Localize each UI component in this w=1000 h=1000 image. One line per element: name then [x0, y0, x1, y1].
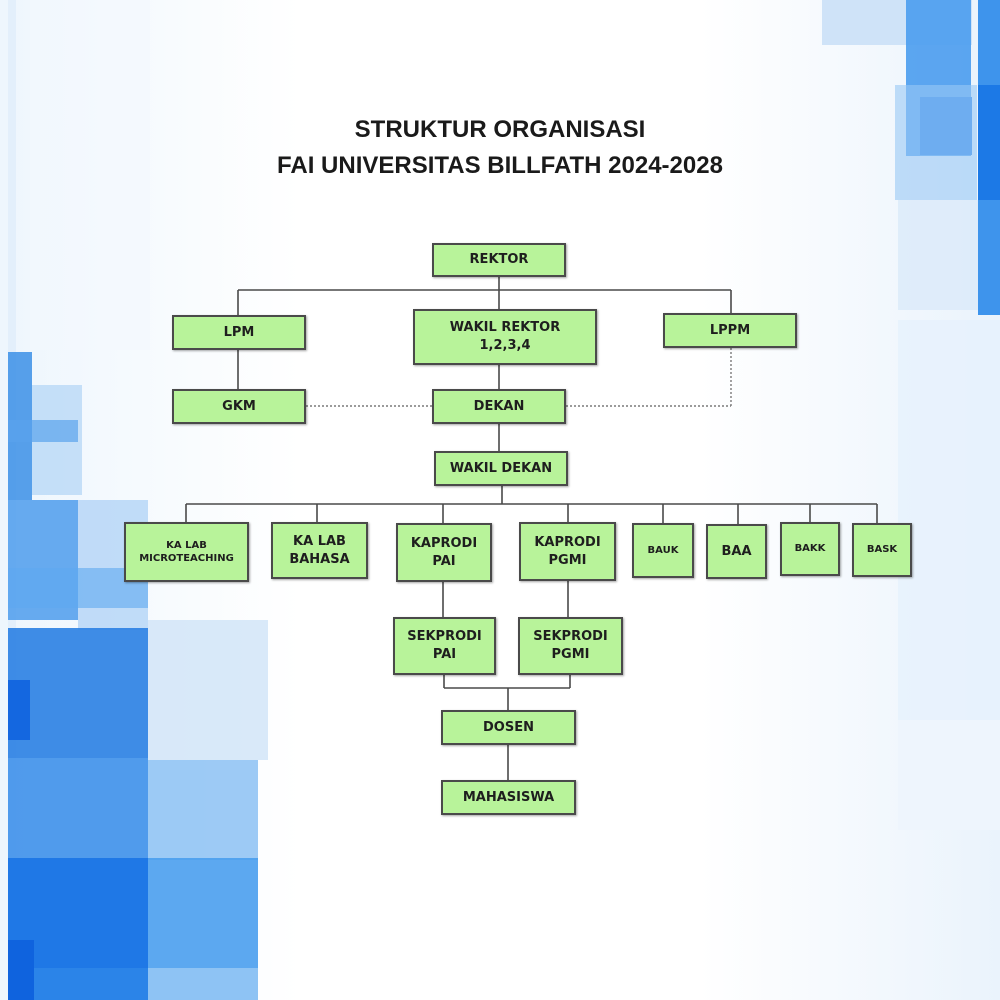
node-label: LPPM [709, 322, 751, 338]
node-label-line1: KAPRODI [534, 534, 601, 550]
node-label: GKM [222, 398, 256, 414]
node-kaprodi-pgmi: KAPRODI PGMI [519, 522, 616, 581]
node-label-line2: 1,2,3,4 [479, 338, 531, 353]
node-label: WAKIL DEKAN [449, 460, 553, 476]
node-label: BASK [866, 544, 898, 556]
node-bakk: BAKK [780, 522, 840, 576]
node-dosen: DOSEN [441, 710, 576, 745]
node-label: BAUK [647, 544, 679, 556]
node-dekan: DEKAN [432, 389, 566, 424]
node-label-line2: PAI [432, 553, 456, 569]
node-sekprodi-pai: SEKPRODI PAI [393, 617, 496, 675]
node-wakil-dekan: WAKIL DEKAN [434, 451, 568, 486]
node-ka-lab-bahasa: KA LAB BAHASA [271, 522, 368, 579]
node-label: MAHASISWA [462, 789, 555, 805]
node-ka-lab-microteaching: KA LAB MICROTEACHING [124, 522, 249, 582]
chart-title-line1: STRUKTUR ORGANISASI [354, 116, 646, 143]
node-label-line1: WAKIL REKTOR [449, 320, 561, 336]
node-label: REKTOR [469, 252, 529, 268]
node-label-line2: PAI [432, 647, 457, 662]
node-baa: BAA [706, 524, 767, 579]
node-bask: BASK [852, 523, 912, 577]
node-label-line1: KA LAB [166, 539, 207, 551]
node-label: DEKAN [473, 398, 525, 414]
node-label: DOSEN [483, 719, 534, 735]
node-label-line2: PGMI [548, 552, 587, 568]
node-bauk: BAUK [632, 523, 694, 578]
node-label: BAKK [794, 543, 826, 555]
node-gkm: GKM [172, 389, 306, 424]
node-label-line1: SEKPRODI [533, 629, 608, 645]
node-label-line1: SEKPRODI [407, 629, 482, 645]
node-label-line2: PGMI [551, 647, 590, 662]
node-kaprodi-pai: KAPRODI PAI [396, 523, 492, 582]
node-label-line1: KAPRODI [410, 535, 478, 551]
node-label: LPM [223, 324, 255, 340]
node-lppm: LPPM [663, 313, 797, 348]
node-label-line1: KA LAB [293, 533, 346, 549]
node-mahasiswa: MAHASISWA [441, 780, 576, 815]
node-lpm: LPM [172, 315, 306, 350]
node-sekprodi-pgmi: SEKPRODI PGMI [518, 617, 623, 675]
node-wakil-rektor: WAKIL REKTOR 1,2,3,4 [413, 309, 597, 365]
node-label-line2: BAHASA [289, 551, 350, 567]
node-rektor: REKTOR [432, 243, 566, 277]
node-label-line2: MICROTEACHING [139, 553, 234, 564]
node-label: BAA [721, 543, 752, 559]
chart-title-line2: FAI UNIVERSITAS BILLFATH 2024-2028 [277, 152, 723, 179]
